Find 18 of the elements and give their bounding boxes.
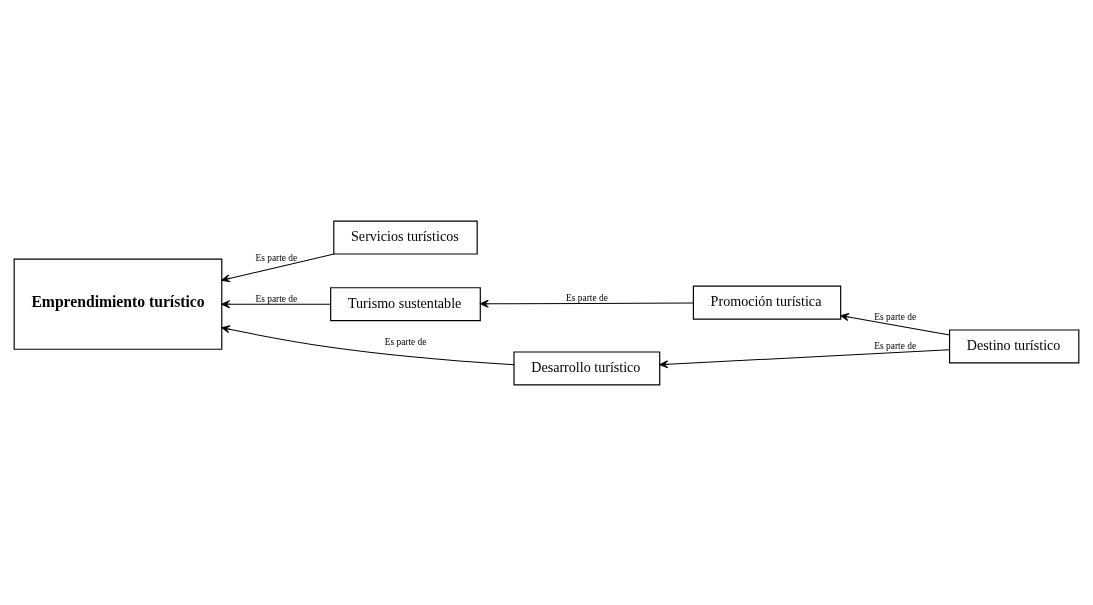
edge-label: Es parte de [874, 311, 917, 322]
arrow [659, 348, 950, 368]
node-box: Destino turístico [948, 328, 1080, 363]
arrow [840, 312, 951, 336]
node-box: Promoción turística [692, 285, 842, 320]
node-box: Turismo sustentable [330, 286, 481, 321]
arrow [221, 299, 331, 308]
arrow [221, 253, 335, 282]
node-box: Servicios turísticos [333, 220, 478, 255]
arrow [221, 324, 515, 365]
edge-label: Es parte de [566, 292, 608, 303]
edge-label: Es parte de [874, 340, 917, 351]
edge-label: Es parte de [384, 336, 427, 347]
edge-label: Es parte de [255, 293, 298, 304]
edge-label: Es parte de [255, 252, 298, 263]
node-box: Emprendimiento turístico [13, 258, 223, 350]
arrow [479, 299, 694, 308]
node-box: Desarrollo turístico [513, 350, 661, 385]
